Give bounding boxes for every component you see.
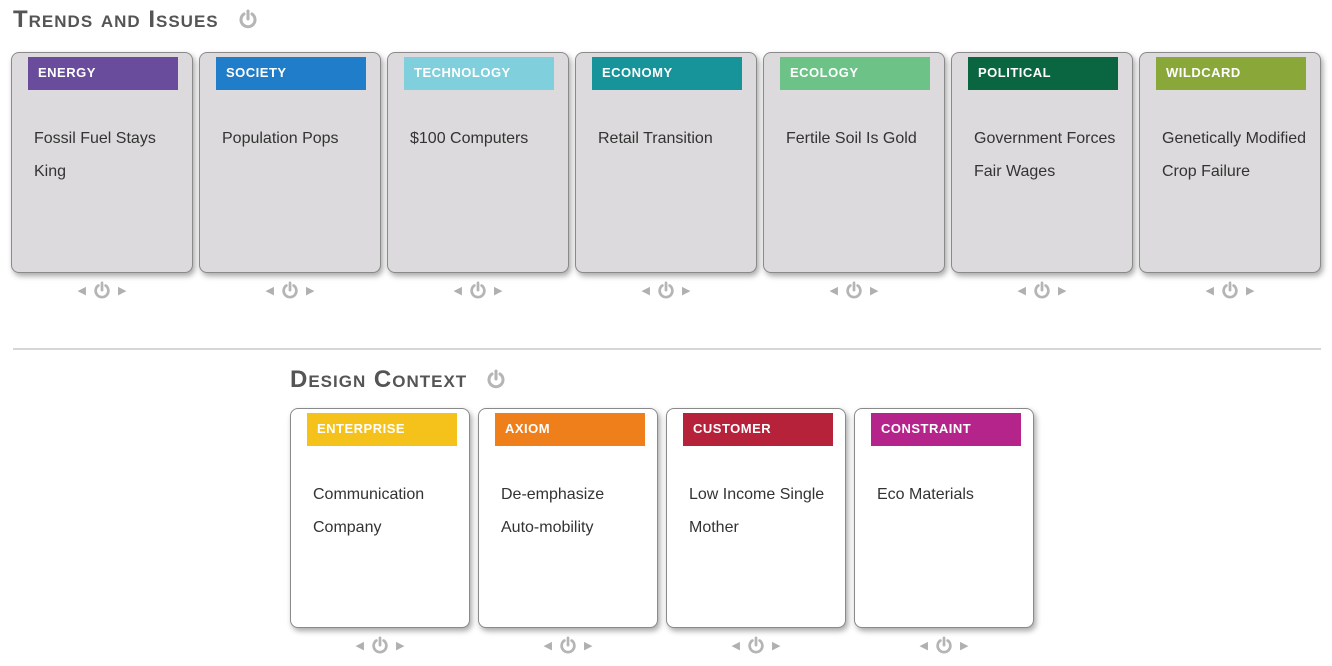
triangle-left-icon[interactable]: ◀ <box>731 639 740 652</box>
section-divider <box>13 348 1321 350</box>
trend-card-text: $100 Computers <box>410 130 529 147</box>
refresh-icon[interactable] <box>746 636 766 656</box>
trend-card-category: Ecology <box>780 57 930 90</box>
context-card-category: Axiom <box>495 413 645 446</box>
triangle-right-icon[interactable]: ▶ <box>584 639 593 652</box>
trend-card-category: Technology <box>404 57 554 90</box>
triangle-right-icon[interactable]: ▶ <box>306 284 315 297</box>
context-card-enterprise[interactable]: Enterprise Communication Company <box>290 408 470 628</box>
triangle-right-icon[interactable]: ▶ <box>396 639 405 652</box>
trend-card-text: Fertile Soil Is Gold <box>786 130 917 147</box>
refresh-icon[interactable] <box>844 281 864 301</box>
trends-section-title: Trends and Issues <box>13 6 259 34</box>
trend-card-category: Political <box>968 57 1118 90</box>
trend-card-nav: ◀ ▶ <box>1139 281 1321 301</box>
triangle-right-icon[interactable]: ▶ <box>960 639 969 652</box>
triangle-right-icon[interactable]: ▶ <box>118 284 127 297</box>
triangle-left-icon[interactable]: ◀ <box>1017 284 1026 297</box>
triangle-left-icon[interactable]: ◀ <box>453 284 462 297</box>
triangle-left-icon[interactable]: ◀ <box>1205 284 1214 297</box>
refresh-icon[interactable] <box>92 281 112 301</box>
triangle-right-icon[interactable]: ▶ <box>772 639 781 652</box>
trend-card-ecology[interactable]: Ecology Fertile Soil Is Gold <box>763 52 945 273</box>
refresh-icon[interactable] <box>468 281 488 301</box>
triangle-right-icon[interactable]: ▶ <box>1058 284 1067 297</box>
context-card-text: Low Income Single Mother <box>689 486 825 536</box>
triangle-right-icon[interactable]: ▶ <box>870 284 879 297</box>
trend-card-nav: ◀ ▶ <box>763 281 945 301</box>
trend-card-category: Society <box>216 57 366 90</box>
refresh-icon[interactable] <box>1032 281 1052 301</box>
triangle-right-icon[interactable]: ▶ <box>1246 284 1255 297</box>
triangle-left-icon[interactable]: ◀ <box>543 639 552 652</box>
refresh-icon[interactable] <box>656 281 676 301</box>
triangle-left-icon[interactable]: ◀ <box>829 284 838 297</box>
context-card-text: Eco Materials <box>877 486 974 503</box>
trend-card-text: Population Pops <box>222 130 339 147</box>
context-title-text: Design Context <box>290 366 468 393</box>
trend-card-text: Retail Transition <box>598 130 713 147</box>
trend-card-technology[interactable]: Technology $100 Computers <box>387 52 569 273</box>
context-card-nav: ◀ ▶ <box>666 636 846 656</box>
context-card-text: De-emphasize Auto-mobility <box>501 486 605 536</box>
trend-card-wildcard[interactable]: Wildcard Genetically Modified Crop Failu… <box>1139 52 1321 273</box>
context-card-customer[interactable]: Customer Low Income Single Mother <box>666 408 846 628</box>
trend-card-society[interactable]: Society Population Pops <box>199 52 381 273</box>
context-card-nav: ◀ ▶ <box>290 636 470 656</box>
context-refresh-icon[interactable] <box>485 369 507 391</box>
trend-card-text: Genetically Modified Crop Failure <box>1162 130 1307 180</box>
trend-card-text: Fossil Fuel Stays King <box>34 130 156 180</box>
trend-card-energy[interactable]: Energy Fossil Fuel Stays King <box>11 52 193 273</box>
context-card-axiom[interactable]: Axiom De-emphasize Auto-mobility <box>478 408 658 628</box>
context-card-nav: ◀ ▶ <box>478 636 658 656</box>
triangle-left-icon[interactable]: ◀ <box>77 284 86 297</box>
triangle-left-icon[interactable]: ◀ <box>355 639 364 652</box>
trend-card-nav: ◀ ▶ <box>11 281 193 301</box>
trend-card-category: Energy <box>28 57 178 90</box>
trend-card-category: Economy <box>592 57 742 90</box>
trend-card-nav: ◀ ▶ <box>387 281 569 301</box>
refresh-icon[interactable] <box>934 636 954 656</box>
trend-card-political[interactable]: Political Government Forces Fair Wages <box>951 52 1133 273</box>
context-card-constraint[interactable]: Constraint Eco Materials <box>854 408 1034 628</box>
triangle-left-icon[interactable]: ◀ <box>265 284 274 297</box>
refresh-icon[interactable] <box>280 281 300 301</box>
triangle-right-icon[interactable]: ▶ <box>494 284 503 297</box>
triangle-left-icon[interactable]: ◀ <box>919 639 928 652</box>
trend-card-nav: ◀ ▶ <box>199 281 381 301</box>
trends-title-text: Trends and Issues <box>13 6 219 33</box>
context-card-nav: ◀ ▶ <box>854 636 1034 656</box>
context-section-title: Design Context <box>290 366 507 394</box>
context-card-category: Enterprise <box>307 413 457 446</box>
trend-card-nav: ◀ ▶ <box>575 281 757 301</box>
context-card-category: Customer <box>683 413 833 446</box>
trend-card-nav: ◀ ▶ <box>951 281 1133 301</box>
trend-card-category: Wildcard <box>1156 57 1306 90</box>
trend-card-text: Government Forces Fair Wages <box>974 130 1116 180</box>
trends-refresh-icon[interactable] <box>237 9 259 31</box>
refresh-icon[interactable] <box>1220 281 1240 301</box>
triangle-left-icon[interactable]: ◀ <box>641 284 650 297</box>
refresh-icon[interactable] <box>558 636 578 656</box>
trend-card-economy[interactable]: Economy Retail Transition <box>575 52 757 273</box>
triangle-right-icon[interactable]: ▶ <box>682 284 691 297</box>
context-card-category: Constraint <box>871 413 1021 446</box>
refresh-icon[interactable] <box>370 636 390 656</box>
context-card-text: Communication Company <box>313 486 425 536</box>
